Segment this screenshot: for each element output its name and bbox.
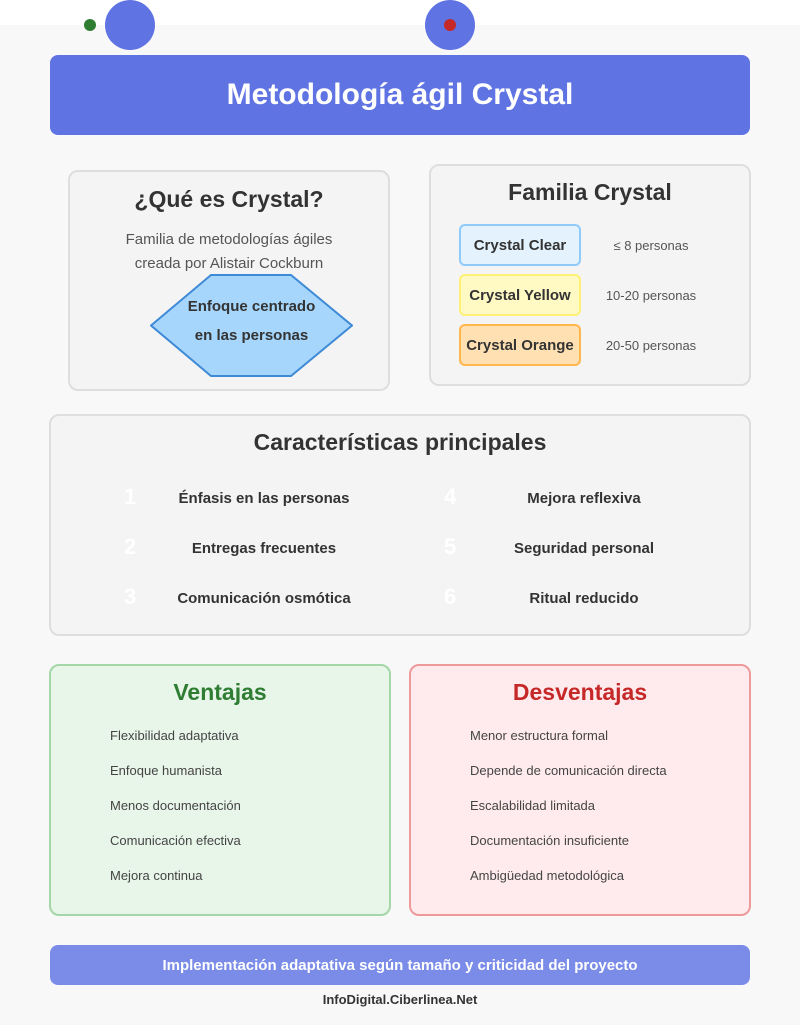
footer-banner: Implementación adaptativa según tamaño y… xyxy=(50,945,750,985)
crystal-orange-badge: Crystal Orange xyxy=(459,324,581,366)
description-line-1: Familia de metodologías ágiles xyxy=(125,231,333,248)
list-item: Flexibilidad adaptativa xyxy=(110,728,239,743)
family-row-orange: Crystal Orange 20-50 personas xyxy=(459,324,729,366)
what-is-crystal-card: ¿Qué es Crystal? Familia de metodologías… xyxy=(68,170,390,391)
hexagon-line-1: Enfoque centrado xyxy=(187,298,316,315)
list-item: Comunicación efectiva xyxy=(110,833,241,848)
disadvantages-title: Desventajas xyxy=(512,679,648,705)
feature-label: Seguridad personal xyxy=(513,540,655,557)
description-line-2: creada por Alistair Cockburn xyxy=(134,255,324,272)
feature-label: Comunicación osmótica xyxy=(177,590,351,607)
list-item: Menos documentación xyxy=(110,798,241,813)
list-item: Menor estructura formal xyxy=(470,728,608,743)
feature-item-2: 2 Entregas frecuentes xyxy=(124,532,384,562)
feature-item-6: 6 Ritual reducido xyxy=(444,582,704,612)
decorative-red-dot xyxy=(444,19,456,31)
feature-number: 4 xyxy=(444,484,457,509)
feature-number: 5 xyxy=(444,534,457,559)
family-row-yellow: Crystal Yellow 10-20 personas xyxy=(459,274,729,316)
list-item: Enfoque humanista xyxy=(110,763,223,778)
title-banner: Metodología ágil Crystal xyxy=(50,55,750,135)
feature-item-1: 1 Énfasis en las personas xyxy=(124,482,384,512)
crystal-clear-size: ≤ 8 personas xyxy=(613,237,689,253)
feature-item-5: 5 Seguridad personal xyxy=(444,532,704,562)
feature-number: 6 xyxy=(444,584,457,609)
feature-label: Mejora reflexiva xyxy=(527,490,641,507)
crystal-yellow-badge: Crystal Yellow xyxy=(459,274,581,316)
disadvantages-card: Desventajas Menor estructura formal Depe… xyxy=(409,664,751,916)
decorative-green-dot xyxy=(84,19,96,31)
list-item: Ambigüedad metodológica xyxy=(470,868,624,883)
features-title: Características principales xyxy=(253,429,547,455)
list-item: Documentación insuficiente xyxy=(470,833,629,848)
list-item: Mejora continua xyxy=(110,868,203,883)
advantages-title: Ventajas xyxy=(173,679,267,705)
decorative-blue-circle-left xyxy=(105,0,155,50)
disadvantages-list: Menor estructura formal Depende de comun… xyxy=(470,724,667,899)
feature-number: 3 xyxy=(124,584,137,609)
hexagon-line-2: en las personas xyxy=(194,327,309,344)
crystal-clear-badge: Crystal Clear xyxy=(459,224,581,266)
feature-label: Énfasis en las personas xyxy=(178,490,350,507)
feature-number: 2 xyxy=(124,534,137,559)
main-features-card: Características principales 1 Énfasis en… xyxy=(49,414,751,636)
family-title: Familia Crystal xyxy=(508,179,672,205)
what-is-description: Familia de metodologías ágiles creada po… xyxy=(70,228,388,276)
site-credit: InfoDigital.Ciberlinea.Net xyxy=(322,992,478,1007)
crystal-yellow-size: 10-20 personas xyxy=(605,287,697,303)
feature-label: Entregas frecuentes xyxy=(191,540,337,557)
feature-number: 1 xyxy=(124,484,137,509)
feature-item-3: 3 Comunicación osmótica xyxy=(124,582,384,612)
family-row-clear: Crystal Clear ≤ 8 personas xyxy=(459,224,729,266)
what-is-title: ¿Qué es Crystal? xyxy=(134,186,324,212)
crystal-orange-size: 20-50 personas xyxy=(605,337,697,353)
list-item: Escalabilidad limitada xyxy=(470,798,596,813)
hexagon-shape-icon xyxy=(150,274,353,377)
crystal-family-card: Familia Crystal Crystal Clear ≤ 8 person… xyxy=(429,164,751,386)
feature-label: Ritual reducido xyxy=(529,590,639,607)
page-title: Metodología ágil Crystal xyxy=(226,78,574,111)
hexagon-label: Enfoque centrado en las personas xyxy=(150,292,353,350)
advantages-list: Flexibilidad adaptativa Enfoque humanist… xyxy=(110,724,241,899)
feature-item-4: 4 Mejora reflexiva xyxy=(444,482,704,512)
list-item: Depende de comunicación directa xyxy=(470,763,667,778)
advantages-card: Ventajas Flexibilidad adaptativa Enfoque… xyxy=(49,664,391,916)
